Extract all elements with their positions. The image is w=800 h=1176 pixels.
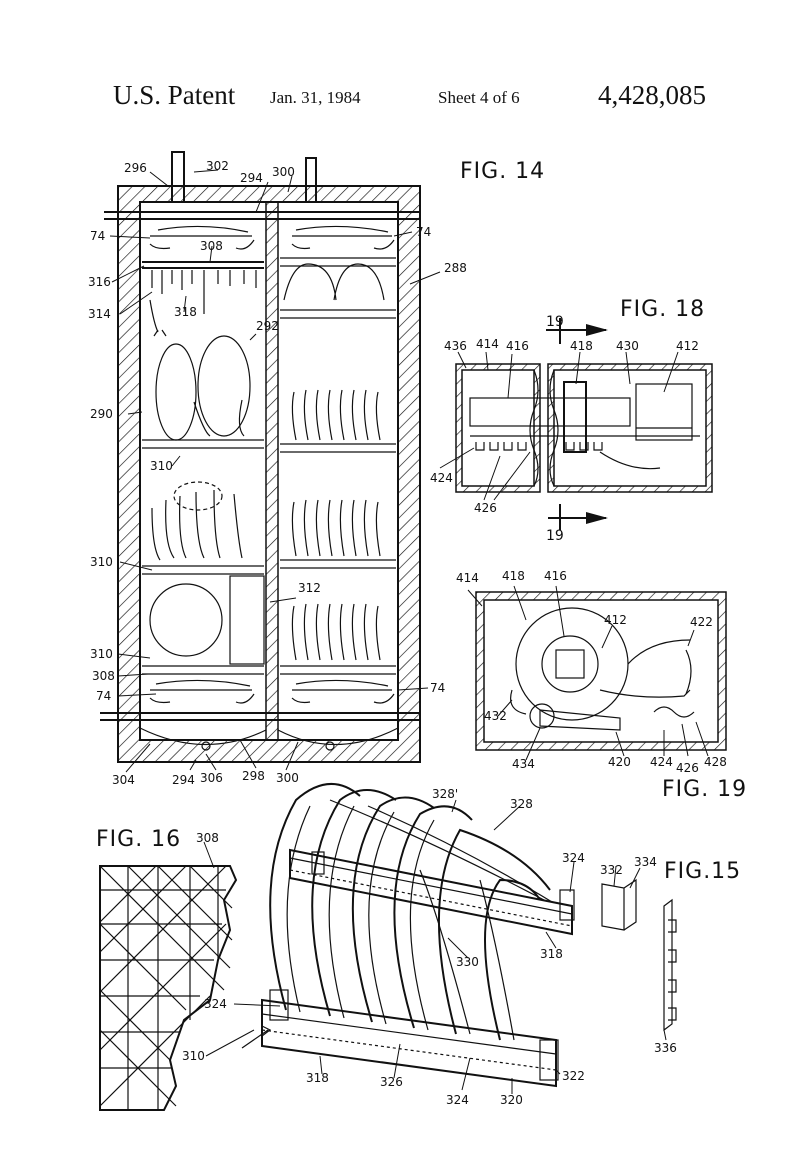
ref-numeral: 310	[90, 647, 113, 661]
ref-numeral: 304	[112, 773, 135, 787]
fig16-label: FIG. 16	[96, 827, 181, 852]
ref-numeral: 310	[182, 1049, 205, 1063]
ref-numeral: 308	[92, 669, 115, 683]
ref-numeral: 322	[562, 1069, 585, 1083]
ref-numeral: 308	[196, 831, 219, 845]
ref-numeral: 334	[634, 855, 657, 869]
ref-numeral: 328	[510, 797, 533, 811]
ref-numeral: 420	[608, 755, 631, 769]
ref-numeral: 324	[562, 851, 585, 865]
fig15-label: FIG.15	[664, 859, 741, 884]
ref-numeral: 422	[690, 615, 713, 629]
ref-numeral: 414	[456, 571, 479, 585]
fig16-drawing	[99, 841, 238, 1111]
ref-numeral: 298	[242, 769, 265, 783]
ref-numeral: 288	[444, 261, 467, 275]
fig19-drawing	[467, 585, 727, 761]
ref-numeral: 412	[604, 613, 627, 627]
ref-numeral: 414	[476, 337, 499, 351]
fig18-label: FIG. 18	[620, 297, 705, 322]
ref-numeral: 416	[544, 569, 567, 583]
ref-numeral: 318	[174, 305, 197, 319]
ref-numeral: 326	[380, 1075, 403, 1089]
ref-numeral: 418	[502, 569, 525, 583]
ref-numeral: 290	[90, 407, 113, 421]
fig14-label: FIG. 14	[460, 159, 545, 184]
ref-numeral: 424	[650, 755, 673, 769]
ref-numeral: 296	[124, 161, 147, 175]
sheet-number: Sheet 4 of 6	[438, 88, 520, 107]
fig18-drawing	[439, 318, 713, 530]
ref-numeral: 336	[654, 1041, 677, 1055]
ref-numeral: 430	[616, 339, 639, 353]
ref-numeral: 302	[206, 159, 229, 173]
ref-numeral: 312	[298, 581, 321, 595]
ref-numeral: 434	[512, 757, 535, 771]
ref-numeral: 418	[570, 339, 593, 353]
ref-numeral: 308	[200, 239, 223, 253]
ref-numeral: 310	[90, 555, 113, 569]
ref-numeral: 318	[306, 1071, 329, 1085]
ref-numeral: 328'	[432, 787, 458, 801]
ref-numeral: 74	[430, 681, 445, 695]
patent-label: U.S. Patent	[113, 80, 236, 110]
ref-numeral: 436	[444, 339, 467, 353]
patent-date: Jan. 31, 1984	[270, 88, 361, 107]
ref-numeral: 412	[676, 339, 699, 353]
ref-numeral: 428	[704, 755, 727, 769]
ref-numeral: 426	[474, 501, 497, 515]
section-mark-bottom: 19	[546, 528, 564, 544]
ref-numeral: 74	[90, 229, 105, 243]
ref-numeral: 292	[256, 319, 279, 333]
ref-numeral: 320	[500, 1093, 523, 1107]
ref-numeral: 330	[456, 955, 479, 969]
ref-numeral: 324	[446, 1093, 469, 1107]
ref-numeral: 426	[676, 761, 699, 775]
ref-numeral: 316	[88, 275, 111, 289]
ref-numeral: 300	[276, 771, 299, 785]
ref-numeral: 314	[88, 307, 111, 321]
fig15-drawing	[205, 782, 677, 1094]
section-mark-top: 19	[546, 314, 564, 330]
ref-numeral: 310	[150, 459, 173, 473]
ref-numeral: 300	[272, 165, 295, 179]
fig14-drawing	[100, 151, 441, 773]
ref-numeral: 306	[200, 771, 223, 785]
ref-numeral: 294	[240, 171, 263, 185]
ref-numeral: 424	[430, 471, 453, 485]
ref-numeral: 324	[204, 997, 227, 1011]
ref-numeral: 432	[484, 709, 507, 723]
ref-numeral: 332	[600, 863, 623, 877]
ref-numeral: 294	[172, 773, 195, 787]
ref-numeral: 416	[506, 339, 529, 353]
ref-numeral: 74	[96, 689, 111, 703]
patent-number: 4,428,085	[598, 80, 706, 110]
fig19-label: FIG. 19	[662, 777, 747, 802]
ref-numeral: 318	[540, 947, 563, 961]
ref-numeral: 74	[416, 225, 431, 239]
